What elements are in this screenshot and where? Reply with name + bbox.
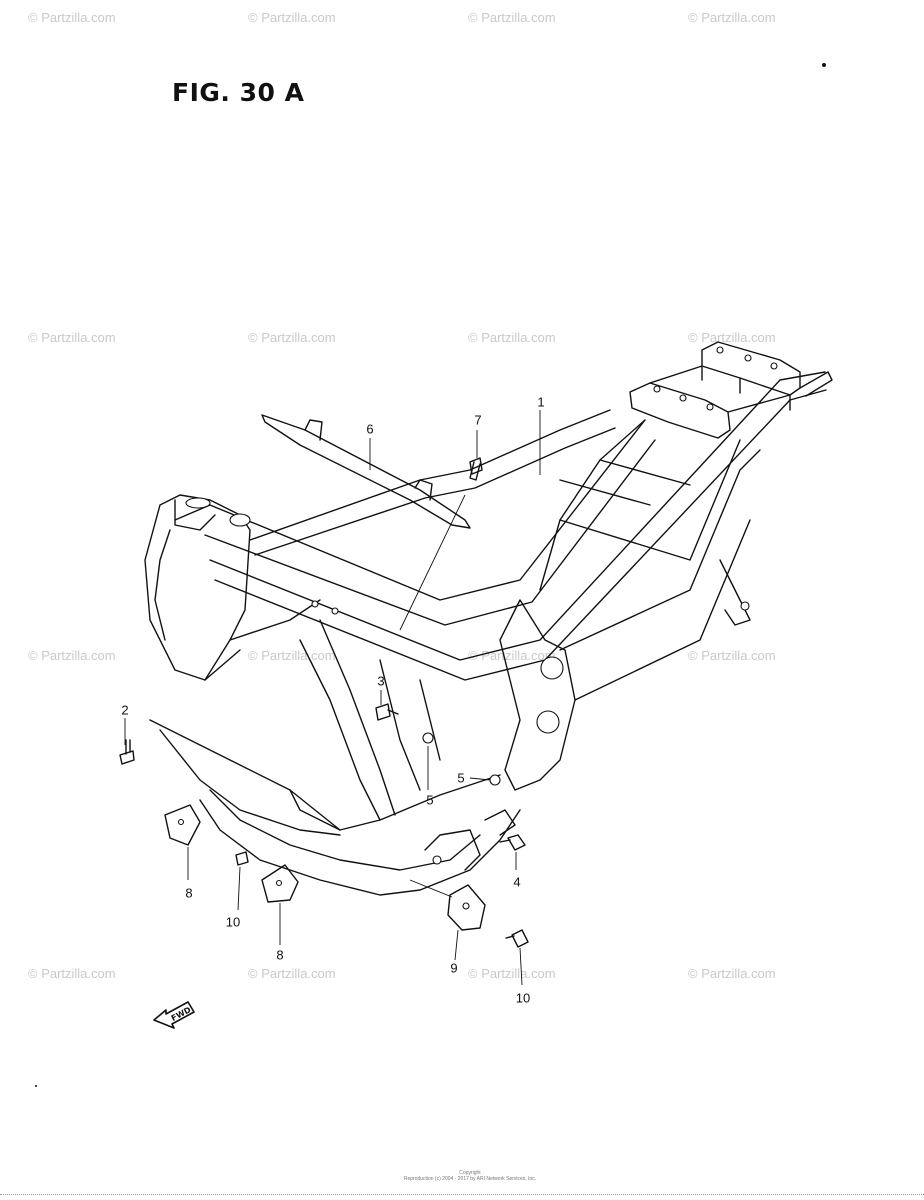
part-10-bolt — [235, 851, 249, 866]
part-4-bolt — [499, 834, 526, 851]
callout-10[interactable]: 10 — [515, 990, 531, 1006]
part-8-plate — [164, 804, 201, 846]
copyright-notice: Copyright Reproduction (c) 2004 - 2017 b… — [403, 1170, 537, 1182]
part-8-plate — [261, 864, 299, 903]
watermark: © Partzilla.com — [688, 648, 776, 663]
watermark: © Partzilla.com — [28, 966, 116, 981]
part-9-plate — [447, 884, 486, 931]
page-edge — [0, 1194, 924, 1195]
callout-5[interactable]: 5 — [457, 770, 465, 786]
swingarm-pivot-plate — [499, 449, 761, 791]
watermark: © Partzilla.com — [688, 330, 776, 345]
callout-10[interactable]: 10 — [225, 914, 241, 930]
watermark: © Partzilla.com — [28, 330, 116, 345]
callout-8[interactable]: 8 — [185, 885, 193, 901]
watermark: © Partzilla.com — [28, 648, 116, 663]
part-5-nut — [422, 732, 434, 744]
watermark: © Partzilla.com — [248, 966, 336, 981]
watermark: © Partzilla.com — [248, 330, 336, 345]
callout-6[interactable]: 6 — [366, 421, 374, 437]
watermark: © Partzilla.com — [28, 10, 116, 25]
callout-1[interactable]: 1 — [537, 394, 545, 410]
watermark: © Partzilla.com — [468, 10, 556, 25]
rear-subframe — [629, 341, 833, 439]
callout-2[interactable]: 2 — [121, 702, 129, 718]
callout-7[interactable]: 7 — [474, 412, 482, 428]
callout-3[interactable]: 3 — [377, 673, 385, 689]
callout-8[interactable]: 8 — [276, 947, 284, 963]
figure-title: FIG. 30 A — [172, 78, 305, 107]
watermark: © Partzilla.com — [468, 330, 556, 345]
callout-9[interactable]: 9 — [450, 960, 458, 976]
callout-leaders — [124, 410, 541, 986]
callout-5[interactable]: 5 — [426, 792, 434, 808]
part-2-bolt — [119, 739, 135, 765]
downtube-cradle — [149, 619, 521, 896]
watermark: © Partzilla.com — [468, 648, 556, 663]
watermark: © Partzilla.com — [248, 648, 336, 663]
watermark: © Partzilla.com — [468, 966, 556, 981]
watermark: © Partzilla.com — [248, 10, 336, 25]
fwd-arrow-icon: FWD — [150, 998, 198, 1032]
part-6-bracket — [261, 414, 471, 529]
watermark: © Partzilla.com — [688, 10, 776, 25]
part-5-nut — [489, 774, 501, 786]
part-3-bolt — [375, 703, 399, 721]
part-10-bolt — [505, 929, 529, 948]
callout-4[interactable]: 4 — [513, 874, 521, 890]
part-7-bolt — [469, 457, 483, 481]
watermark: © Partzilla.com — [688, 966, 776, 981]
head-stock — [144, 494, 339, 681]
